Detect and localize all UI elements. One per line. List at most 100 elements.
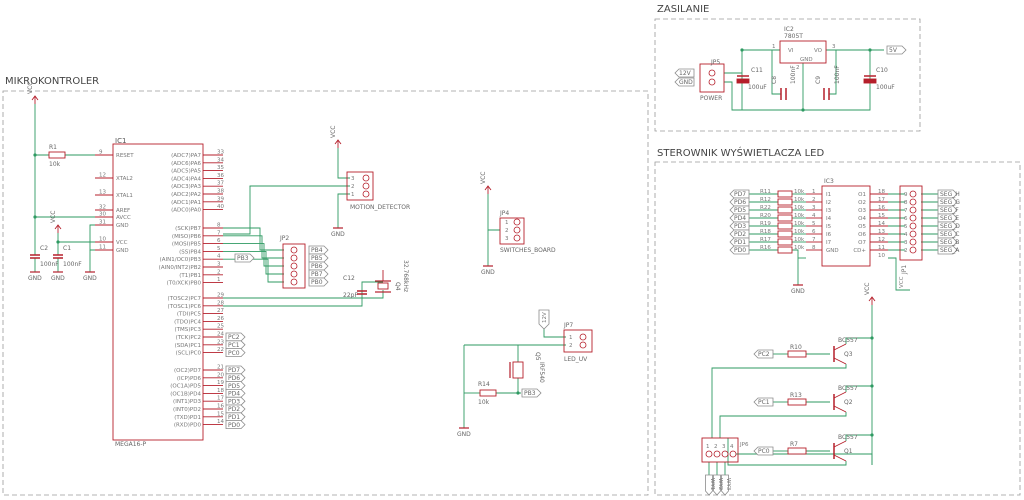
driver-R13-body — [787, 398, 807, 406]
q-Q1-collector — [833, 440, 847, 448]
jp2-body — [282, 243, 306, 289]
jp6-pin-number: 1 — [706, 444, 710, 450]
wy-flag-text-WY2: WY2 — [717, 478, 723, 490]
ic3-output-name: O2 — [858, 200, 866, 206]
ic1-body — [112, 143, 204, 441]
seg-flag-SEG_G — [937, 197, 958, 207]
ic1-flag-PC1-text: PC1 — [228, 342, 240, 349]
ic1-left-pin-number: 12 — [99, 173, 106, 179]
wy-flag-text-WY3: WY3 — [725, 478, 731, 491]
q-Q1-val: BC557 — [838, 434, 858, 441]
driver-flag-PC1 — [753, 397, 774, 407]
jp7-body — [563, 329, 593, 353]
jp4-pin — [513, 218, 521, 226]
wire-jp1-vcc — [888, 257, 910, 291]
driver-res-val: 10k — [794, 213, 805, 219]
ic1-value: MEGA16-P — [115, 441, 147, 448]
vcc-driver-text: VCC — [864, 283, 871, 295]
junction-dot — [870, 433, 874, 437]
seg-flag-SEG_A-text: SEG_A — [940, 247, 960, 254]
jp1-pin — [909, 230, 917, 238]
ic2-ref: IC2 — [784, 26, 794, 33]
driver-flag-PD5 — [729, 205, 750, 215]
ic1-right-pin-name: (ADC1)PA1 — [171, 200, 201, 206]
ic1-right-pin-number: 6 — [217, 238, 221, 244]
jp2-pin — [290, 278, 298, 286]
driver-flag-PC0-text: PC0 — [758, 448, 770, 455]
c11-plate2 — [736, 78, 750, 84]
jp3-pin — [362, 174, 370, 182]
ic1-right-pin-number: 37 — [217, 181, 224, 187]
wire-driver-gnd — [792, 249, 799, 285]
power-5v-flag — [886, 45, 907, 55]
ic1-left-pin-name: GND — [116, 248, 129, 254]
vcc-switches-arrow — [484, 185, 492, 191]
gnd-c2-text: GND — [28, 275, 42, 282]
ic1-right-pin-number: 5 — [217, 246, 221, 252]
jp4-ref: JP4 — [499, 210, 509, 217]
q-Q3-ref: Q3 — [844, 351, 853, 358]
ic1-right-pin-name: (MISO)PB6 — [172, 234, 202, 240]
gnd-motion-text: GND — [331, 231, 345, 238]
jp4-pin-number: 2 — [505, 228, 509, 234]
ic3-left-number: 4 — [812, 213, 816, 219]
ic1-right-pin-number: 39 — [217, 196, 224, 202]
ic3-left-number: 5 — [812, 221, 816, 227]
c11-val: 100uF — [748, 84, 767, 91]
ic1-right-pin-name: (ADC4)PA4 — [171, 176, 201, 182]
driver-flag-PD1 — [729, 237, 750, 247]
jp7-ref: JP7 — [563, 322, 573, 329]
ic1-flag-PD7 — [225, 365, 246, 375]
jp1-pin-number: 7 — [904, 208, 908, 214]
wire-c8 — [771, 50, 781, 95]
wire-motion-to-pb — [223, 186, 251, 235]
ic1-right-pin-name: (ADC0)PA0 — [171, 208, 201, 214]
ic1-right-pin-number: 29 — [217, 293, 224, 299]
ic1-flag-PC2-text: PC2 — [228, 334, 240, 341]
mcu-section-frame — [2, 90, 649, 496]
section-frames: MIKROKONTROLER ZASILANIE STEROWNIK WYŚWI… — [2, 4, 1021, 496]
wire-reset — [34, 104, 95, 156]
ic3-left-number: 2 — [812, 197, 816, 203]
driver-flag-PD4 — [729, 213, 750, 223]
driver-flag-PD7 — [729, 189, 750, 199]
driver-flag-PD3 — [729, 221, 750, 231]
ic1-right-pin-number: 18 — [217, 388, 224, 394]
ic1-flag-PD1 — [225, 412, 246, 422]
ic1-right-pin-name: (TCK)PC2 — [176, 335, 201, 341]
jp1-pin-number: 5 — [904, 224, 908, 230]
gnd-switches-text: GND — [481, 269, 495, 276]
jp6-pin-number: 3 — [722, 444, 726, 450]
ic1-ref: IC1 — [115, 137, 126, 145]
jp2-flag-PB7-text: PB7 — [311, 271, 323, 278]
ic1-flag-PD4-text: PD4 — [228, 391, 240, 398]
jp6-ref: JP6 — [739, 442, 749, 448]
wire-uv-drain — [517, 344, 566, 362]
ic1-right-pin-number: 34 — [217, 157, 224, 163]
ic1-left-pin-number: 11 — [99, 245, 106, 251]
jp1-pin — [909, 238, 917, 246]
ic2-gnd: GND — [800, 57, 813, 63]
driver-res-ref: R22 — [760, 205, 771, 211]
ic1-right-pin-number: 20 — [217, 372, 224, 378]
junction-dot — [740, 48, 744, 52]
wy-flag-WY1 — [705, 474, 713, 496]
wire-jp2-PB5 — [223, 235, 284, 259]
jp7-pin — [579, 341, 587, 349]
junction-dot — [870, 384, 874, 388]
r14-body — [479, 389, 497, 397]
ic3-right-number: 16 — [878, 205, 885, 211]
ic3-input-name: GND — [826, 248, 839, 254]
ic3-left-number: 7 — [812, 237, 816, 243]
vcc-switches-text: VCC — [480, 172, 487, 184]
driver-flag-PD3-text: PD3 — [734, 223, 746, 230]
mcu-vcc-2-arrow — [54, 224, 62, 230]
q-Q2-val: BC557 — [838, 385, 858, 392]
q-Q2-collector — [833, 391, 847, 399]
uv-12v-flag-text: 12V — [542, 312, 548, 323]
ic1-flag-PC0 — [225, 348, 246, 358]
c10-plate2 — [863, 78, 877, 84]
ic1-right-pin-number: 33 — [217, 150, 224, 156]
jp3-pin — [362, 190, 370, 198]
driver-flag-PD0-text: PD0 — [734, 247, 746, 254]
